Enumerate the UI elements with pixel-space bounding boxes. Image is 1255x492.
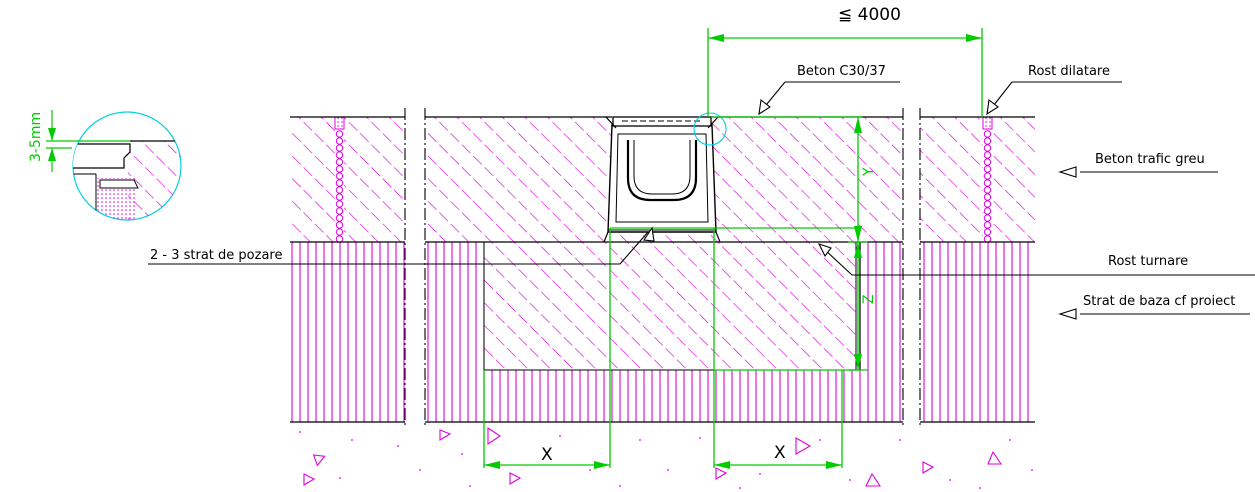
dimension-x-right-label: X (774, 443, 786, 463)
expansion-joint-fillers (334, 116, 993, 243)
bedding-layer-label: 2 - 3 strat de pozare (150, 248, 282, 263)
heavy-traffic-concrete-label: Beton trafic greu (1095, 152, 1205, 167)
pour-joint-label: Rost turnare (1108, 254, 1188, 269)
subgrade-dots (299, 431, 1033, 489)
dimension-arrowheads (484, 34, 982, 469)
leader-arrowheads (643, 98, 1077, 320)
base-layer-label: Strat de baza cf proiect (1083, 294, 1235, 309)
subgrade-aggregate-symbols (303, 426, 1003, 487)
dimension-x-left-label: X (541, 445, 553, 465)
max-spacing-label: ≦ 4000 (838, 5, 901, 25)
gap-dimension-label: 3-5mm (28, 112, 44, 162)
concrete-grade-label: Beton C30/37 (797, 64, 886, 79)
dimension-z-label: Z (861, 294, 877, 304)
drainage-channel (603, 116, 721, 243)
break-lines (404, 108, 921, 428)
dimension-y-label: Y (861, 167, 877, 177)
joint-detail-inset (46, 110, 182, 221)
detail-marker-circle (693, 112, 727, 146)
expansion-joint-label: Rost dilatare (1028, 64, 1110, 79)
